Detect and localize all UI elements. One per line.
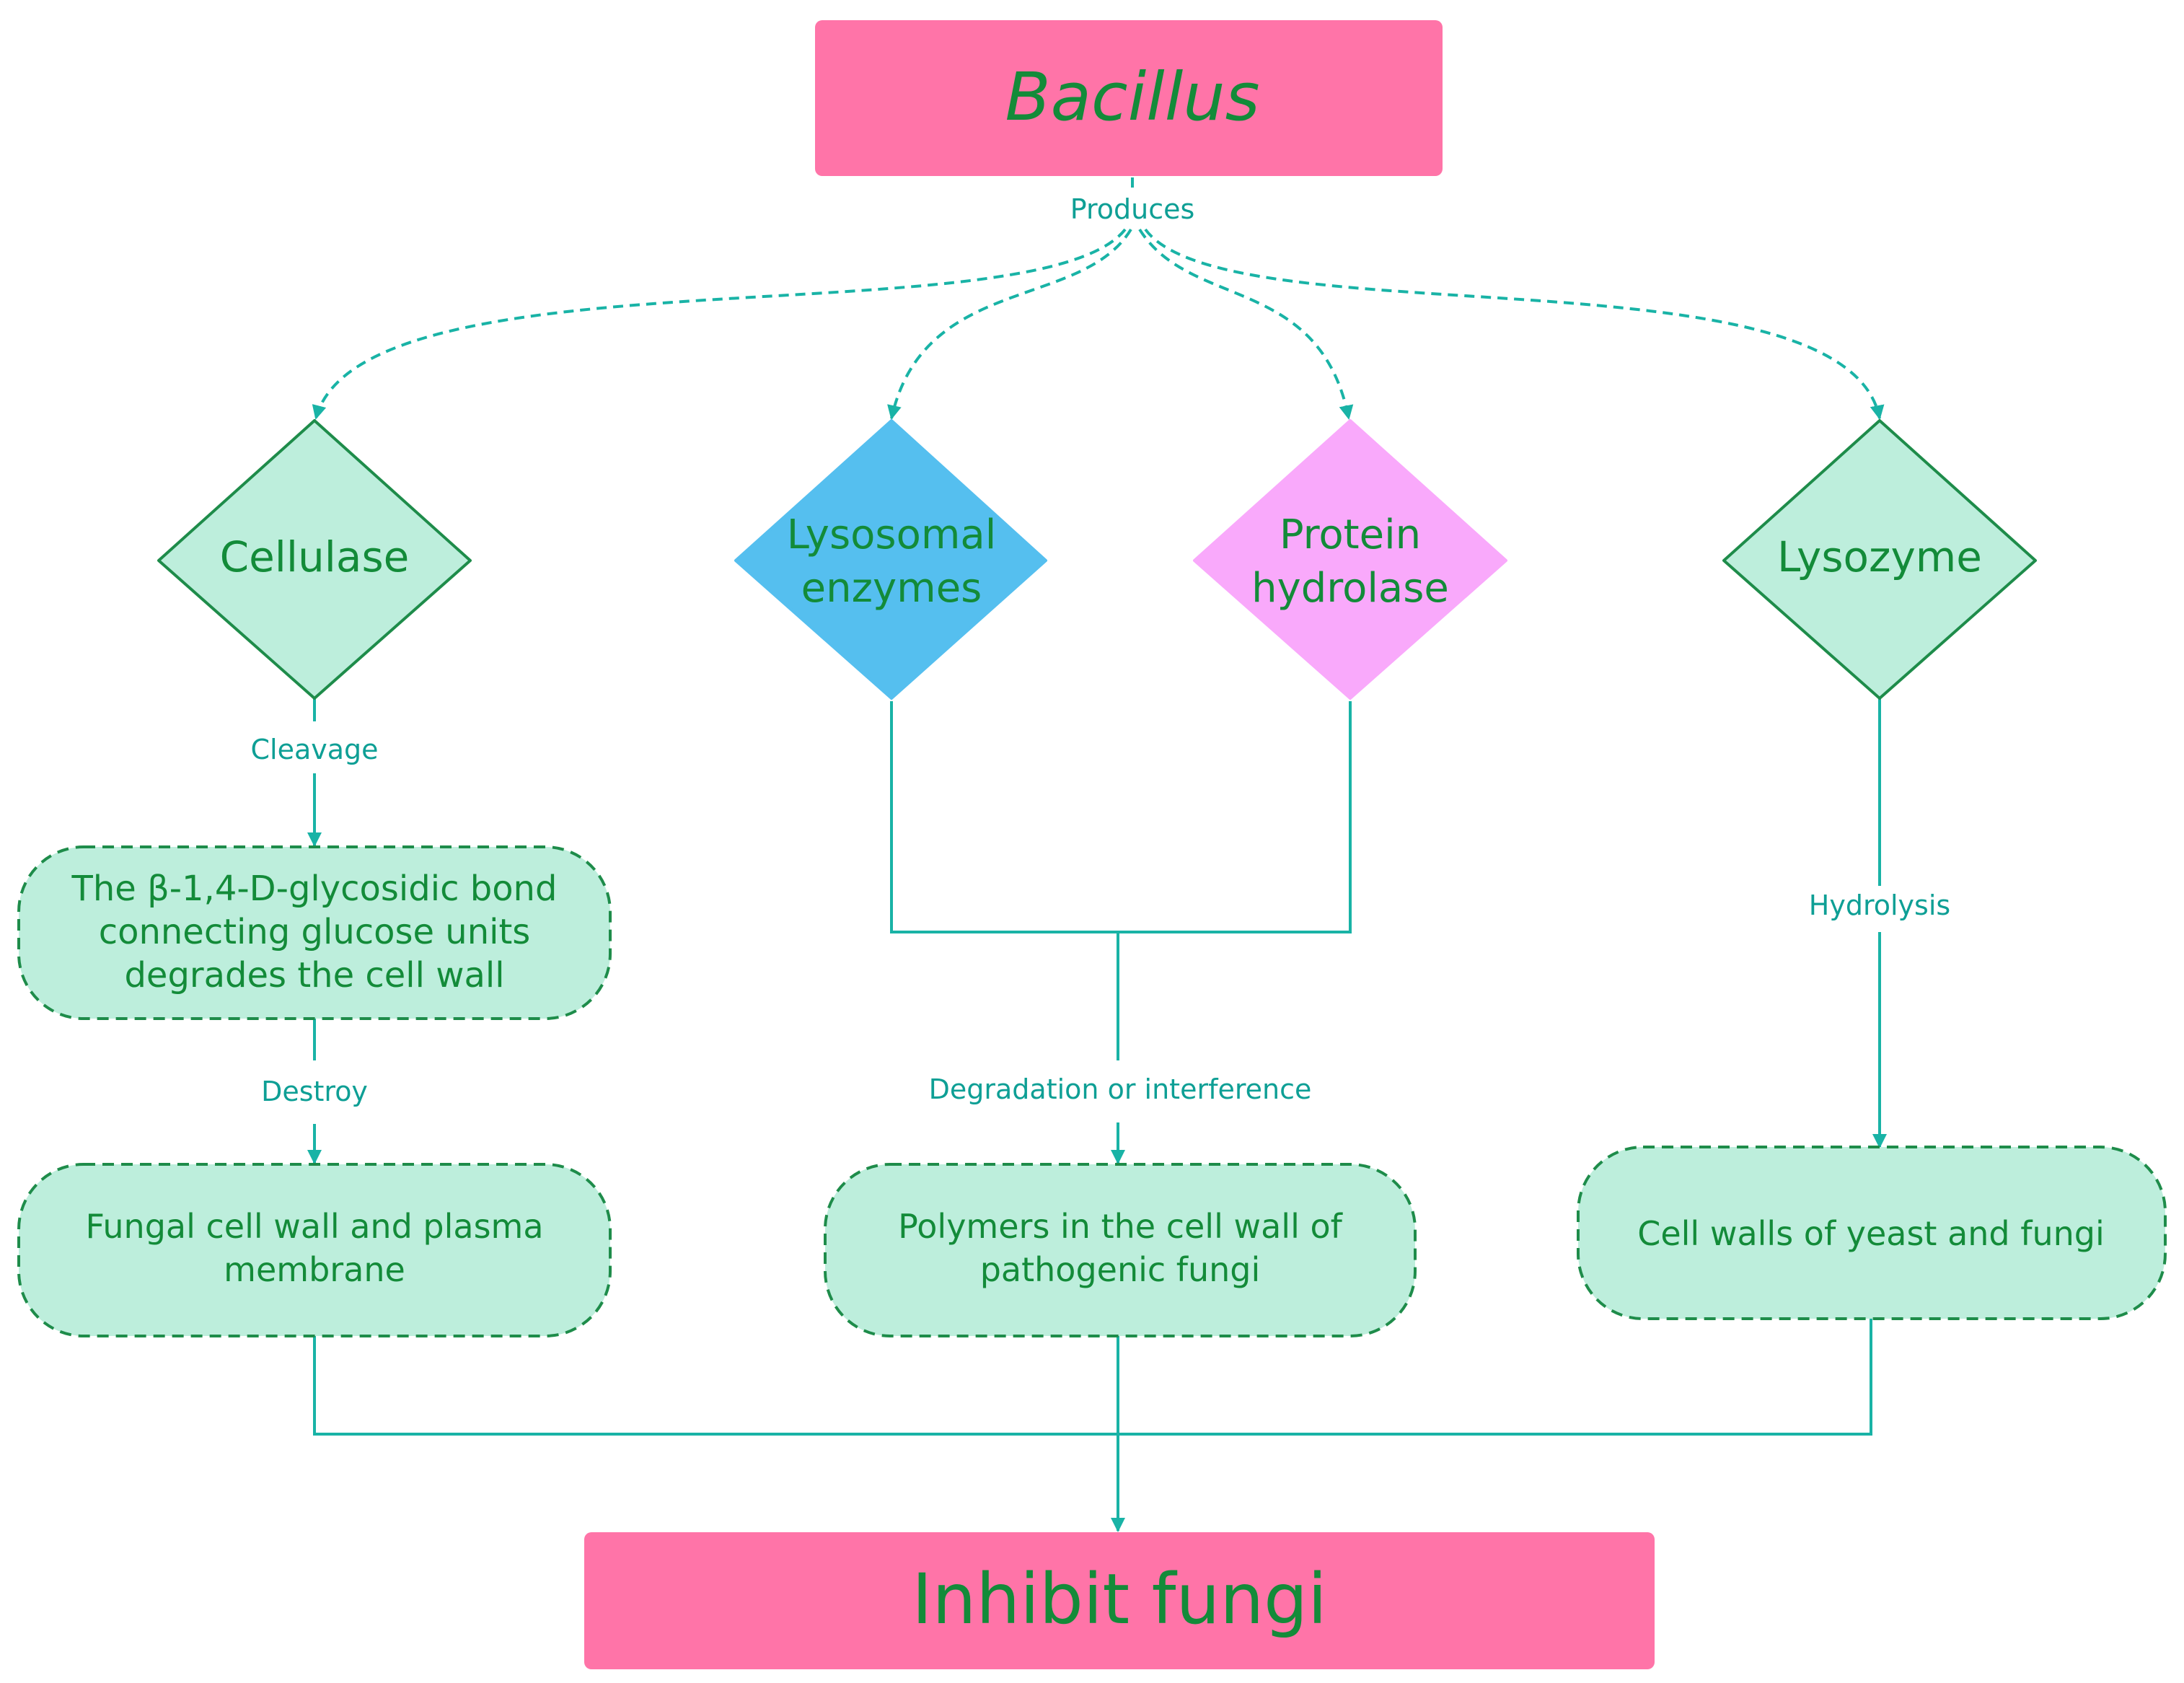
polymers-line1: Polymers in the cell wall of [898,1207,1343,1246]
edge-lysosomal-down [890,701,1352,933]
label-hydrolysis: Hydrolysis [1809,889,1950,921]
inhibit-fungi-label: Inhibit fungi [912,1559,1327,1640]
bacillus-node: Bacillus [815,20,1443,176]
edge-labels: Produces Cleavage Destroy Degradation or… [250,193,1950,1107]
inhibit-fungi-node: Inhibit fungi [584,1532,1655,1669]
edge-bacillus-to-protein [1138,228,1354,420]
fungal-wall-line1: Fungal cell wall and plasma [85,1207,543,1246]
fungal-wall-node: Fungal cell wall and plasma membrane [17,1163,612,1337]
protein-hydrolase-node: Protein hydrolase [1193,419,1507,700]
edge-fungal-wall-to-merge [313,1319,1872,1436]
glycosidic-node: The β-1,4-D-glycosidic bond connecting g… [17,845,612,1020]
polymers-node: Polymers in the cell wall of pathogenic … [824,1163,1417,1337]
label-degradation: Degradation or interference [929,1073,1312,1105]
connectors [307,177,1887,1532]
lysosomal-enzymes-node: Lysosomal enzymes [734,419,1047,700]
edge-bacillus-to-lysozyme [1144,228,1885,420]
lysozyme-node: Lysozyme [1722,419,2037,700]
lysosomal-label-line1: Lysosomal [787,511,997,558]
cellulase-label: Cellulase [220,532,410,581]
protein-label-line2: hydrolase [1251,565,1449,612]
lysozyme-label: Lysozyme [1777,532,1982,581]
label-destroy: Destroy [261,1076,368,1107]
bacillus-label: Bacillus [1005,58,1260,136]
glycosidic-line1: The β-1,4-D-glycosidic bond [71,869,558,909]
yeast-walls-node: Cell walls of yeast and fungi [1577,1146,2167,1320]
edge-bacillus-to-lysosomal [887,228,1132,420]
fungal-wall-line2: membrane [224,1250,405,1289]
label-cleavage: Cleavage [250,734,378,765]
edge-bacillus-to-cellulase [312,228,1127,420]
lysosomal-label-line2: enzymes [801,565,982,612]
glycosidic-line3: degrades the cell wall [124,955,504,996]
polymers-line2: pathogenic fungi [980,1250,1261,1289]
cellulase-node: Cellulase [157,419,472,700]
protein-label-line1: Protein [1280,511,1421,558]
label-produces: Produces [1070,193,1195,225]
glycosidic-line2: connecting glucose units [99,912,531,952]
yeast-walls-label: Cell walls of yeast and fungi [1637,1214,2105,1253]
